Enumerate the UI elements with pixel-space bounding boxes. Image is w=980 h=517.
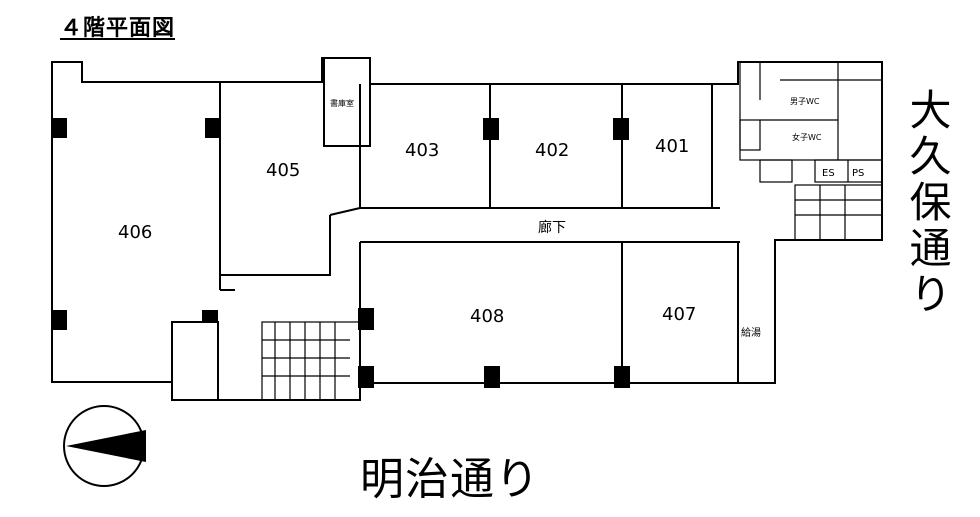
column: [614, 366, 630, 388]
corridor-label: 廊下: [538, 219, 566, 236]
wall-406: [52, 82, 235, 383]
column: [53, 118, 67, 138]
wall-405: [220, 207, 361, 276]
room-408-label: 408: [470, 306, 504, 327]
stairs-west: [261, 321, 361, 401]
room-406-label: 406: [118, 222, 152, 243]
wc-women-label: 女子WC: [792, 132, 822, 142]
room-405-label: 405: [266, 160, 300, 181]
column: [613, 118, 629, 140]
room-407-label: 407: [662, 304, 696, 325]
east-core: [739, 61, 883, 241]
column: [483, 118, 499, 140]
street-label-bottom: 明治通り: [360, 454, 540, 505]
outer-wall: [51, 57, 883, 401]
room-402-label: 402: [535, 140, 569, 161]
room-403-label: 403: [405, 140, 439, 161]
street-label-right: 大久保通り: [903, 88, 952, 318]
compass-icon: [63, 405, 146, 487]
column: [484, 366, 500, 388]
core-box-west: [171, 321, 219, 401]
wc-men-label: 男子WC: [790, 97, 820, 106]
ps-label: PS: [852, 168, 864, 179]
utility-label: 給湯: [741, 326, 761, 339]
columns: [53, 118, 630, 388]
floor-plan-title: ４階平面図: [60, 16, 176, 41]
storage-room-box: [323, 57, 371, 147]
wall-403: [359, 84, 720, 209]
column: [202, 310, 218, 322]
storage-room-label: 書庫室: [330, 98, 354, 108]
column: [358, 366, 374, 388]
eps-label: ES: [822, 168, 835, 179]
column: [205, 118, 221, 138]
column: [53, 310, 67, 330]
column: [358, 308, 374, 330]
room-401-label: 401: [655, 136, 689, 157]
